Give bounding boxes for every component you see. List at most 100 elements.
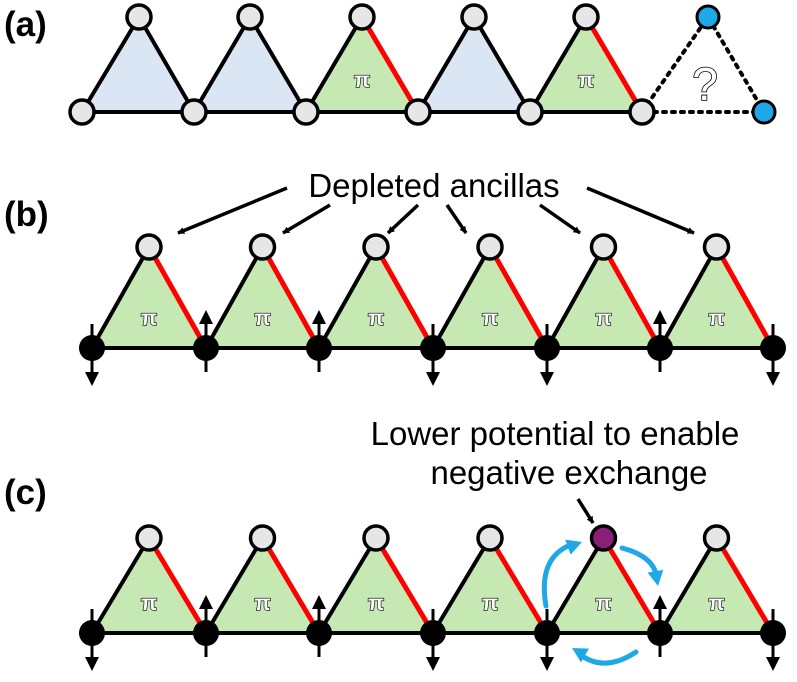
- hopping-arrow-icon: [572, 648, 639, 666]
- pi-symbol: π: [708, 307, 724, 330]
- green-pi-triangle: [545, 245, 662, 350]
- lower-potential-label-line1: Lower potential to enable: [371, 415, 740, 452]
- gray-site: [180, 98, 208, 126]
- green-pi-triangle: [658, 245, 775, 350]
- red-edge: [359, 15, 421, 114]
- pi-symbol: π: [595, 307, 611, 330]
- panel-c-label: (c): [4, 473, 47, 512]
- red-edge: [601, 536, 663, 635]
- gray-site: [476, 524, 504, 552]
- pi-symbol: π: [482, 592, 498, 615]
- red-edge: [601, 245, 663, 350]
- hopping-arrow-icon: [541, 539, 582, 609]
- pointer-arrow: [177, 186, 288, 235]
- blue-site: [695, 4, 721, 30]
- gray-site: [125, 3, 153, 31]
- green-pi-triangle: [658, 536, 775, 635]
- gray-site: [135, 233, 163, 261]
- green-pi-triangle: [204, 536, 321, 635]
- gray-site: [348, 3, 376, 31]
- hopping-arrow-icon: [619, 545, 664, 586]
- pi-symbol: π: [482, 307, 498, 330]
- gray-site: [702, 233, 731, 261]
- black-site: [193, 335, 219, 361]
- green-pi-triangle: [204, 245, 321, 350]
- purple-site: [589, 524, 618, 552]
- panel-a-lattice: π π ?: [68, 3, 777, 126]
- dotted-triangle: [640, 13, 768, 114]
- pointer-arrow: [386, 203, 420, 235]
- pi-symbol: π: [354, 69, 370, 92]
- gray-site: [702, 524, 731, 552]
- gray-site: [516, 98, 544, 126]
- red-edge: [260, 245, 322, 350]
- gray-site: [404, 98, 432, 126]
- depleted-ancilla-pointers: [177, 186, 695, 235]
- green-pi-triangle: [317, 245, 435, 350]
- green-pi-triangle: [317, 536, 435, 635]
- black-site: [647, 620, 673, 646]
- red-edge: [487, 536, 550, 635]
- black-site: [647, 335, 673, 361]
- black-site: [420, 620, 446, 646]
- black-site: [193, 620, 219, 646]
- pi-symbol: π: [595, 592, 611, 615]
- green-pi-triangle: [90, 536, 208, 635]
- panel-b-label: (b): [4, 195, 49, 234]
- gray-site: [248, 233, 277, 261]
- red-edge: [583, 15, 645, 114]
- black-site: [306, 620, 332, 646]
- red-edge: [260, 536, 322, 635]
- gray-site: [236, 3, 264, 31]
- pi-symbol: π: [254, 592, 270, 615]
- panel-a-label: (a): [4, 5, 47, 44]
- red-edge: [373, 245, 436, 350]
- gray-site: [572, 3, 600, 31]
- lower-potential-label-line2: negative exchange: [430, 454, 707, 491]
- question-mark: ?: [692, 58, 718, 110]
- gray-site: [68, 98, 96, 126]
- depleted-ancillas-label: Depleted ancillas: [308, 167, 559, 204]
- blue-site: [751, 99, 777, 125]
- black-site: [534, 620, 560, 646]
- gray-site: [476, 233, 504, 261]
- black-site: [760, 335, 786, 361]
- black-site: [306, 335, 332, 361]
- gray-site: [248, 524, 277, 552]
- black-site: [420, 335, 446, 361]
- pi-symbol: π: [368, 307, 384, 330]
- red-edge: [373, 536, 436, 635]
- gray-site: [362, 524, 390, 552]
- black-site: [79, 620, 105, 646]
- pointer-arrow: [576, 498, 595, 524]
- green-pi-triangle: [431, 245, 549, 350]
- pi-symbol: π: [141, 592, 157, 615]
- gray-site: [589, 233, 618, 261]
- blue-triangle: [80, 15, 196, 114]
- red-edge: [487, 245, 550, 350]
- pi-symbol: π: [254, 307, 270, 330]
- gray-site: [135, 524, 163, 552]
- black-site: [534, 335, 560, 361]
- gray-site: [292, 98, 320, 126]
- pointer-arrow: [445, 204, 468, 234]
- red-edge: [146, 536, 209, 635]
- green-pi-triangle: [431, 536, 549, 635]
- red-edge: [714, 536, 776, 635]
- pi-symbol: π: [368, 592, 384, 615]
- pointer-arrow: [586, 186, 695, 235]
- red-edge: [146, 245, 209, 350]
- green-pi-triangle: [90, 245, 208, 350]
- blue-triangle: [192, 15, 308, 114]
- green-pi-triangle: [528, 15, 644, 114]
- pi-symbol: π: [141, 307, 157, 330]
- pi-symbol: π: [708, 592, 724, 615]
- pointer-arrow: [282, 203, 331, 235]
- gray-site: [362, 233, 390, 261]
- gray-site: [628, 98, 656, 126]
- black-site: [79, 335, 105, 361]
- black-site: [760, 620, 786, 646]
